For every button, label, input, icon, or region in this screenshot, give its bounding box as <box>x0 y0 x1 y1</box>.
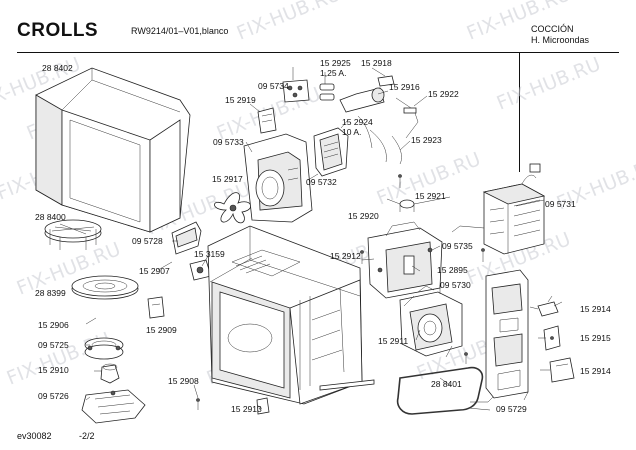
turntable-plate <box>71 275 139 300</box>
part-label: 15 2909 <box>146 325 177 335</box>
thermal-cutout <box>399 199 415 212</box>
part-label: 15 2895 <box>437 265 468 275</box>
fuse-rating-label: 10 A. <box>342 127 361 137</box>
part-label: 28 8401 <box>431 379 462 389</box>
header-divider <box>17 52 619 53</box>
part-label: 15 2914 <box>580 366 611 376</box>
part-label: 15 2919 <box>225 95 256 105</box>
part-label: 15 3159 <box>194 249 225 259</box>
part-label: 15 2912 <box>330 251 361 261</box>
part-label: 09 5732 <box>306 177 337 187</box>
part-label: 15 2918 <box>361 58 392 68</box>
part-label: 15 2915 <box>580 333 611 343</box>
hv-transformer <box>451 163 546 255</box>
part-label: 28 8399 <box>35 288 66 298</box>
magnetron <box>399 285 463 357</box>
watermark: FIX-HUB.RU <box>234 0 344 45</box>
grill-heater <box>396 366 495 415</box>
part-label: 15 2923 <box>411 135 442 145</box>
part-label: 09 5729 <box>496 404 527 414</box>
part-label: 15 2906 <box>38 320 69 330</box>
fuse-holder-assembly <box>282 79 310 103</box>
turntable-coupler <box>100 363 120 384</box>
page-number: -2/2 <box>79 431 95 441</box>
part-label: 15 2914 <box>580 304 611 314</box>
part-label: 15 2925 <box>320 58 351 68</box>
part-label: 09 5726 <box>38 391 69 401</box>
part-label: 09 5733 <box>213 137 244 147</box>
leader-lines <box>85 67 550 410</box>
light-bracket <box>171 221 202 255</box>
part-label: 28 8400 <box>35 212 66 222</box>
category-label: COCCIÓN <box>531 24 574 34</box>
turntable-motor <box>81 389 146 424</box>
part-label: 09 5735 <box>442 241 473 251</box>
part-label: 09 5730 <box>440 280 471 290</box>
model-number: RW9214/01–V01,blanco <box>131 26 229 36</box>
watermark: FIX-HUB.RU <box>464 0 574 45</box>
waveguide-cover <box>147 296 165 319</box>
foot-small <box>256 397 270 415</box>
wire-harness <box>357 75 402 165</box>
watermark: FIX-HUB.RU <box>494 53 604 115</box>
fan-blade <box>214 192 251 224</box>
part-label: 15 2924 <box>342 117 373 127</box>
part-label: 15 2907 <box>139 266 170 276</box>
part-label: 09 5731 <box>545 199 576 209</box>
part-label: 15 2922 <box>428 89 459 99</box>
part-label: 15 2913 <box>231 404 262 414</box>
brand-logo: CROLLS <box>17 20 99 41</box>
monitor-switch <box>543 325 561 351</box>
part-label: 15 2916 <box>389 82 420 92</box>
part-label: 09 5728 <box>132 236 163 246</box>
part-label: 15 2911 <box>378 336 408 346</box>
part-label: 09 5734 <box>258 81 289 91</box>
corner-divider <box>519 52 520 172</box>
part-labels: 28 8402 28 8400 28 8399 15 2906 09 5725 … <box>35 58 611 414</box>
cabinet-cover <box>35 67 191 233</box>
part-label: 15 2920 <box>348 211 379 221</box>
relay-board <box>257 107 277 134</box>
door-strip <box>319 379 375 391</box>
lamp-holder <box>189 259 212 281</box>
roller-ring <box>84 337 124 360</box>
document-code: ev30082 <box>17 431 52 441</box>
door-switch <box>537 295 563 317</box>
part-label: 15 2910 <box>38 365 69 375</box>
subcategory-label: H. Microondas <box>531 35 590 45</box>
grill-rack <box>44 219 102 250</box>
high-voltage-diode <box>395 97 419 139</box>
screw <box>196 174 485 410</box>
part-label: 15 2908 <box>168 376 199 386</box>
part-label: 09 5725 <box>38 340 69 350</box>
part-label: 28 8402 <box>42 63 73 73</box>
fuse-1-25a <box>319 83 335 101</box>
interlock-switch <box>549 357 575 383</box>
door-frame <box>485 269 529 399</box>
fan-motor-bracket <box>243 133 313 223</box>
oven-cavity-body <box>207 225 363 405</box>
part-label: 15 2921 <box>415 191 446 201</box>
fuse-rating-label: 1,25 A. <box>320 68 346 78</box>
control-switch-block <box>313 127 349 177</box>
part-label: 15 2917 <box>212 174 243 184</box>
control-module <box>367 221 443 299</box>
capacitor <box>339 87 385 113</box>
